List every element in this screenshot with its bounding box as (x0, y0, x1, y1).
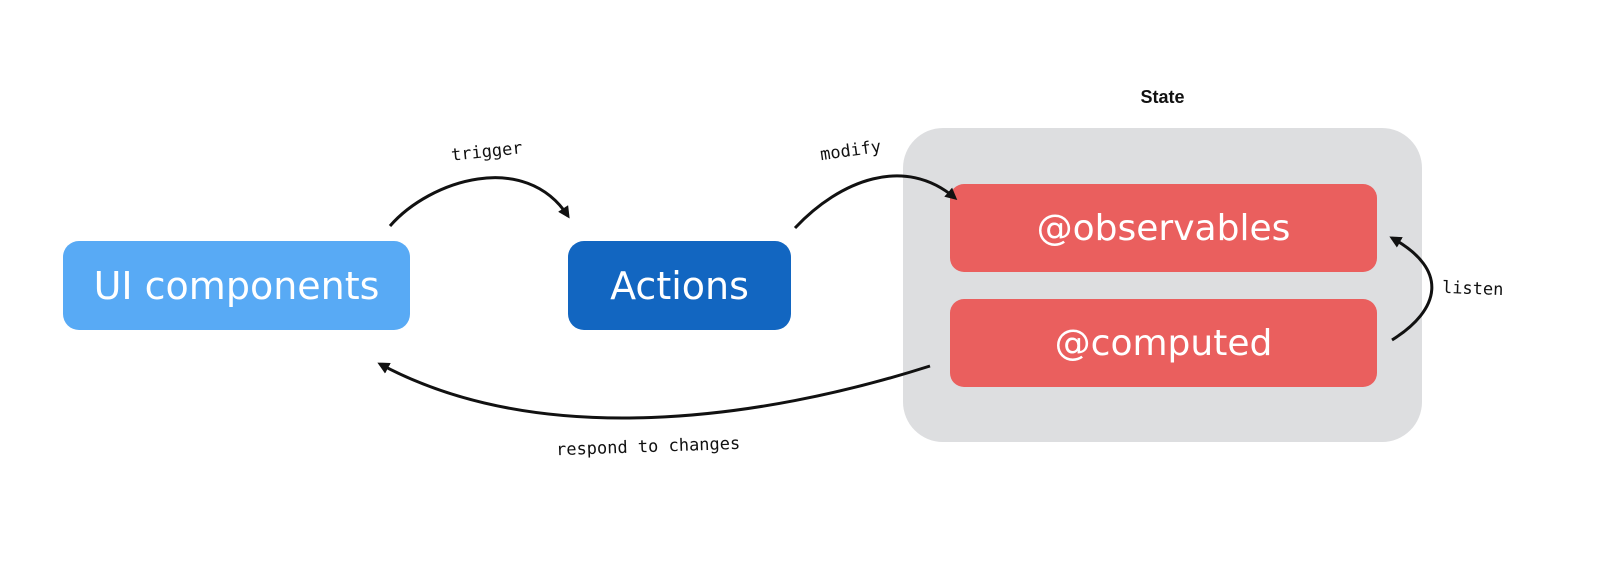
trigger-arrow (388, 176, 570, 227)
state-container (903, 128, 1422, 442)
observables-node: @observables (950, 184, 1377, 272)
actions-node: Actions (568, 241, 791, 330)
computed-node: @computed (950, 299, 1377, 387)
listen-arrow (1389, 236, 1434, 342)
respond-arrow (377, 362, 931, 420)
state-title: State (1140, 87, 1185, 107)
listen-label: listen (1441, 277, 1504, 301)
ui-components-node: UI components (63, 241, 410, 330)
modify-arrow (793, 174, 958, 230)
